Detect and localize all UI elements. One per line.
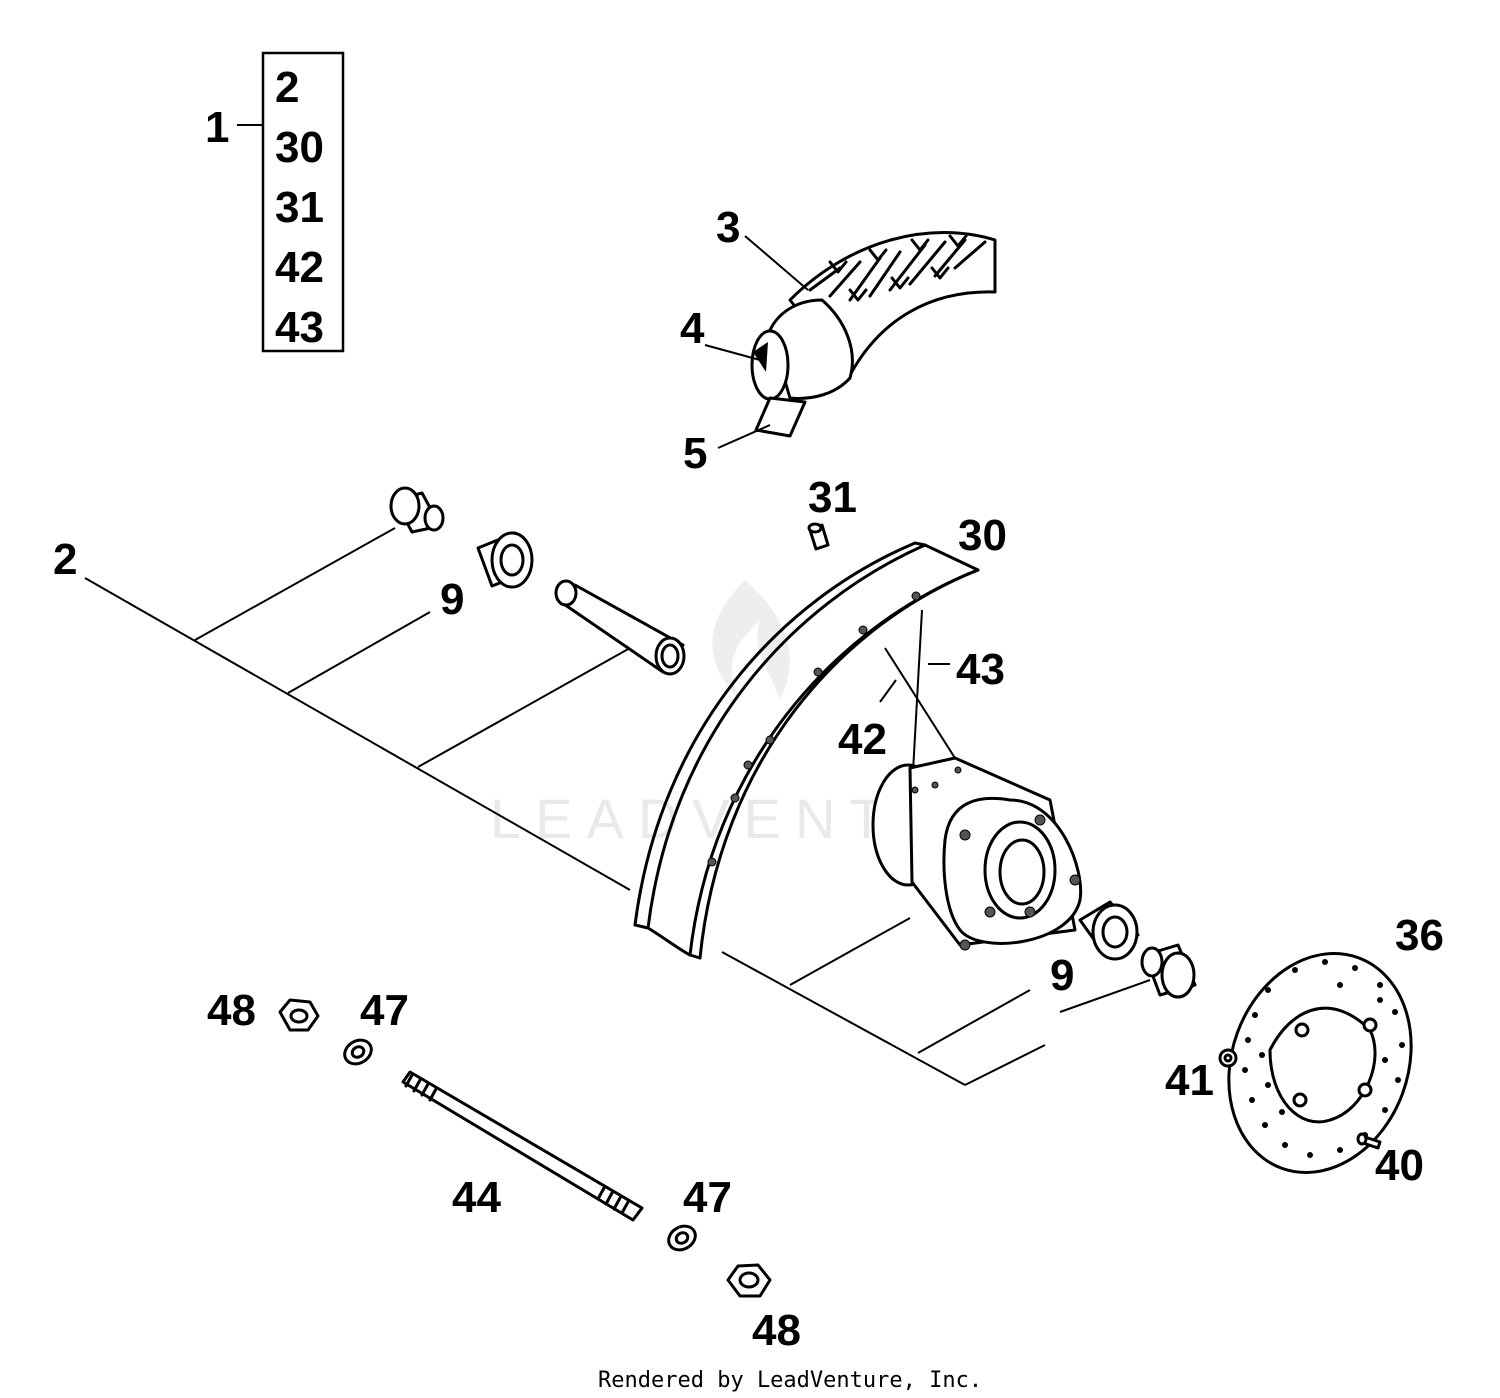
hub[interactable] — [871, 756, 1083, 951]
leader-bearing-left — [287, 611, 431, 694]
center-sleeve[interactable] — [554, 579, 686, 676]
disc-nut[interactable] — [1218, 1048, 1238, 1068]
rim-hole — [730, 793, 740, 803]
rim-hole — [911, 591, 921, 601]
label-bearing-left[interactable]: 9 — [440, 575, 464, 624]
label-nut-right[interactable]: 48 — [752, 1306, 801, 1355]
leader-bearing-right-a — [917, 989, 1031, 1054]
leader-spacer-right — [964, 1044, 1046, 1086]
label-tire[interactable]: 3 — [716, 203, 740, 252]
credit-text: Rendered by LeadVenture, Inc. — [598, 1368, 982, 1393]
label-spoke-inner[interactable]: 42 — [838, 715, 887, 764]
label-rim[interactable]: 30 — [958, 511, 1007, 560]
kit-item-43[interactable]: 43 — [275, 303, 324, 352]
leader-hub — [789, 917, 911, 986]
valve-cap[interactable] — [807, 522, 830, 551]
tube-shape[interactable] — [750, 329, 790, 401]
spoke-outer[interactable] — [911, 609, 923, 791]
rim-tape-shape[interactable] — [754, 396, 807, 438]
tire-blocks — [828, 234, 968, 302]
rim-hole — [707, 857, 717, 867]
label-spacer-left[interactable]: 2 — [53, 535, 77, 584]
kit-box: 1 2 30 31 42 43 — [205, 51, 345, 353]
axis-line-left — [84, 577, 631, 891]
leader-4 — [704, 344, 761, 361]
leader-spacer-left — [194, 527, 396, 641]
rim-hole — [743, 760, 753, 770]
nut-right[interactable] — [726, 1263, 772, 1298]
tube-body — [768, 298, 854, 400]
disc-bolt[interactable] — [1356, 1132, 1382, 1150]
washer-left[interactable] — [340, 1035, 375, 1068]
label-nut-left[interactable]: 48 — [207, 986, 256, 1035]
label-brake-disc[interactable]: 36 — [1395, 911, 1444, 960]
axis-line-right — [721, 951, 966, 1086]
disc-vent-holes — [1242, 959, 1405, 1158]
label-disc-bolt[interactable]: 40 — [1375, 1141, 1424, 1190]
label-bearing-right[interactable]: 9 — [1050, 951, 1074, 1000]
rim-hole — [858, 625, 868, 635]
kit-item-30[interactable]: 30 — [275, 123, 324, 172]
axle[interactable] — [401, 1070, 644, 1222]
label-spoke-outer[interactable]: 43 — [956, 645, 1005, 694]
washer-right[interactable] — [664, 1221, 699, 1254]
brake-disc[interactable] — [1199, 928, 1441, 1199]
label-axle[interactable]: 44 — [452, 1173, 501, 1222]
rim-hole — [813, 667, 823, 677]
tire-tread — [808, 238, 987, 302]
leader-bearing-right-b — [1059, 979, 1151, 1013]
tire-assembly — [750, 231, 997, 438]
kit-item-42[interactable]: 42 — [275, 243, 324, 292]
spacer-left[interactable] — [389, 486, 445, 534]
nut-left[interactable] — [278, 998, 320, 1032]
kit-item-2[interactable]: 2 — [275, 63, 299, 112]
bearing-right[interactable] — [1078, 900, 1140, 961]
label-valve-cap[interactable]: 31 — [808, 473, 857, 522]
leader-42 — [879, 679, 897, 703]
leader-sleeve — [417, 647, 631, 768]
rim[interactable] — [633, 541, 980, 960]
bearing-left[interactable] — [476, 531, 534, 589]
spacer-right[interactable] — [1140, 943, 1197, 999]
leader-5 — [717, 424, 771, 449]
label-disc-nut[interactable]: 41 — [1165, 1056, 1214, 1105]
kit-box-frame — [261, 51, 345, 353]
label-rim-tape[interactable]: 5 — [683, 429, 707, 478]
tube-end-shading — [753, 342, 768, 372]
label-tube[interactable]: 4 — [680, 304, 705, 353]
label-washer-right[interactable]: 47 — [683, 1173, 732, 1222]
rim-hole — [765, 735, 775, 745]
label-washer-left[interactable]: 47 — [360, 986, 409, 1035]
kit-item-31[interactable]: 31 — [275, 183, 324, 232]
leader-3 — [744, 235, 809, 291]
kit-number[interactable]: 1 — [205, 103, 229, 152]
